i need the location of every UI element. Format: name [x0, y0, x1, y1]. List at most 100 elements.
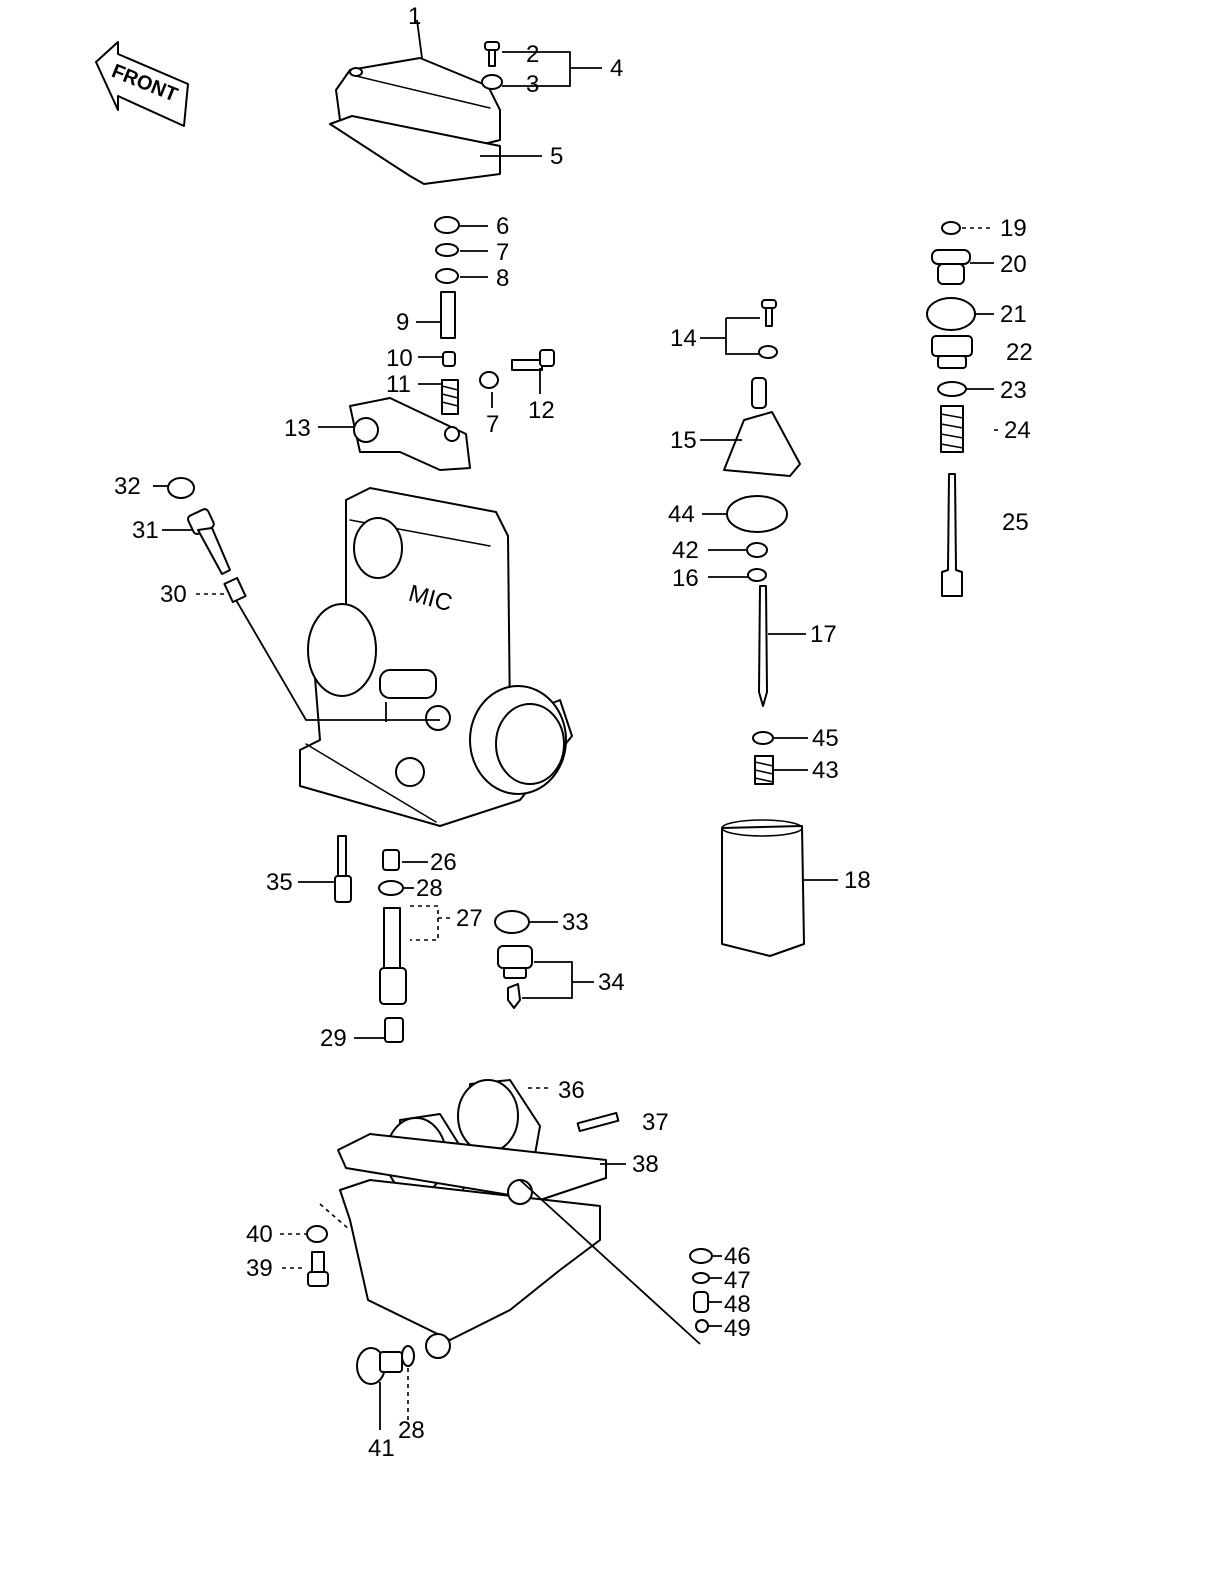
callout-19: 19 — [1000, 215, 1027, 242]
part-48 — [693, 1291, 709, 1313]
float-bowl — [339, 1179, 601, 1359]
washer-28b — [401, 1345, 415, 1367]
callout-45: 45 — [812, 725, 839, 752]
callout-15: 15 — [670, 427, 697, 454]
callout-1: 1 — [408, 3, 421, 30]
cap-10 — [442, 351, 456, 367]
part-46 — [689, 1248, 713, 1264]
needle-holder-15 — [723, 377, 801, 477]
callout-5: 5 — [550, 143, 563, 170]
front-arrow: FRONT — [95, 41, 189, 127]
screw-14 — [761, 299, 777, 327]
washer-45 — [752, 731, 774, 745]
pilot-air-screw — [187, 508, 231, 575]
callout-7b: 7 — [486, 411, 499, 438]
callout-14: 14 — [670, 325, 697, 352]
callout-17: 17 — [810, 621, 837, 648]
callout-numbers: 1 2 3 4 5 6 7 8 9 10 11 7 12 13 14 15 44… — [114, 3, 1033, 1462]
washer-8 — [435, 268, 459, 284]
float-pin-37 — [576, 1111, 620, 1133]
jet-26 — [382, 849, 400, 871]
callout-6: 6 — [496, 213, 509, 240]
callout-25: 25 — [1002, 509, 1029, 536]
callout-10: 10 — [386, 345, 413, 372]
callout-47: 47 — [724, 1267, 751, 1294]
callout-43: 43 — [812, 757, 839, 784]
leader-lines — [153, 19, 1002, 1430]
callout-11: 11 — [386, 371, 411, 398]
cap-32 — [167, 477, 195, 499]
callout-3: 3 — [526, 71, 539, 98]
clip-16 — [747, 568, 767, 582]
callout-28: 28 — [416, 875, 443, 902]
washer-40 — [306, 1225, 328, 1243]
spring-43 — [754, 755, 774, 785]
callout-21: 21 — [1000, 301, 1027, 328]
spring-11 — [441, 379, 459, 415]
drain-screw-41 — [356, 1347, 403, 1385]
callout-31: 31 — [132, 517, 159, 544]
washer-7 — [435, 243, 459, 257]
cover-gasket — [329, 115, 501, 185]
cover-21 — [926, 297, 976, 331]
callout-9: 9 — [396, 309, 409, 336]
callout-42: 42 — [672, 537, 699, 564]
jet-needle — [758, 585, 768, 707]
callout-22: 22 — [1006, 339, 1033, 366]
callout-48: 48 — [724, 1291, 751, 1318]
callout-12: 12 — [528, 397, 555, 424]
callout-41: 41 — [368, 1435, 395, 1462]
float-bowl-gasket-38 — [337, 1133, 607, 1201]
callout-8: 8 — [496, 265, 509, 292]
carburetor-body: MIC — [299, 487, 573, 827]
part-47 — [692, 1272, 710, 1284]
bolt-12 — [511, 349, 555, 371]
washer-28 — [378, 880, 404, 896]
callout-13: 13 — [284, 415, 311, 442]
callout-27: 27 — [456, 905, 483, 932]
callout-30: 30 — [160, 581, 187, 608]
stud-9 — [440, 291, 456, 339]
callout-32: 32 — [114, 473, 141, 500]
nut-6 — [434, 216, 460, 234]
callout-34: 34 — [598, 969, 625, 996]
callout-4: 4 — [610, 55, 623, 82]
callout-46: 46 — [724, 1243, 751, 1270]
callout-33: 33 — [562, 909, 589, 936]
oring-23 — [937, 381, 967, 397]
callout-40: 40 — [246, 1221, 273, 1248]
cover-washer — [481, 74, 503, 90]
float-valve-seat-34 — [497, 945, 533, 1009]
throttle-lever — [349, 397, 471, 471]
callout-26: 26 — [430, 849, 457, 876]
spring-24 — [940, 405, 964, 453]
throttle-slide — [721, 825, 805, 957]
callout-38: 38 — [632, 1151, 659, 1178]
callout-7: 7 — [496, 239, 509, 266]
plate-44 — [726, 495, 788, 533]
callout-35: 35 — [266, 869, 293, 896]
needle-jet-27 — [379, 907, 407, 1005]
screw-39 — [307, 1251, 329, 1287]
washer-14 — [758, 345, 778, 359]
callout-20: 20 — [1000, 251, 1027, 278]
callout-37: 37 — [642, 1109, 669, 1136]
main-jet-29 — [384, 1017, 404, 1043]
washer-42 — [746, 542, 768, 558]
callout-49: 49 — [724, 1315, 751, 1342]
callout-24: 24 — [1004, 417, 1031, 444]
nut-22 — [931, 335, 973, 369]
callout-18: 18 — [844, 867, 871, 894]
oring-33 — [494, 910, 530, 934]
spring-30 — [223, 576, 247, 604]
plunger-25 — [941, 473, 963, 597]
callout-28b: 28 — [398, 1417, 425, 1444]
cap-20 — [931, 249, 971, 285]
callout-2: 2 — [526, 41, 539, 68]
callout-44: 44 — [668, 501, 695, 528]
cap-19 — [941, 221, 961, 235]
cover-screw — [484, 41, 500, 67]
ball-49 — [695, 1319, 709, 1333]
callout-39: 39 — [246, 1255, 273, 1282]
